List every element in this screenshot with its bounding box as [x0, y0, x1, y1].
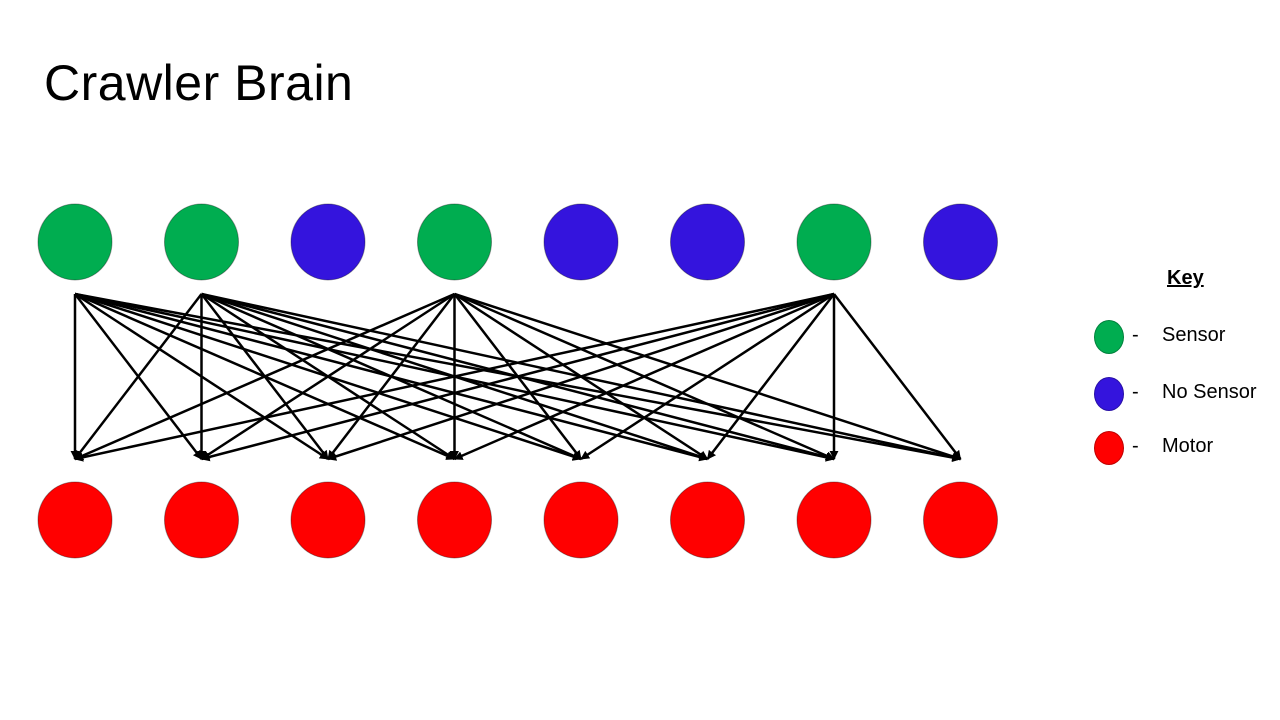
connection-arrow [706, 293, 835, 460]
connection-arrow [580, 292, 835, 461]
legend-dash: - [1132, 324, 1139, 346]
motor-node-1 [37, 481, 113, 559]
sensor-swatch [1094, 320, 1124, 354]
legend-title: Key [1167, 267, 1204, 289]
connection-arrow [74, 293, 203, 460]
connections-layer [70, 292, 962, 462]
legend-label-motor: Motor [1162, 435, 1214, 457]
connection-arrow [74, 292, 835, 462]
legend-item-motor: - Motor [1090, 429, 1275, 469]
input-node-3 [290, 203, 366, 281]
connection-arrow [327, 293, 456, 460]
slide-title: Crawler Brain [44, 55, 354, 111]
input-node-8 [923, 203, 998, 281]
output-layer [37, 481, 998, 559]
connection-arrow [74, 292, 455, 461]
input-node-5 [543, 203, 619, 281]
connection-arrow [327, 292, 835, 461]
motor-node-3 [290, 481, 366, 559]
input-node-1 [37, 203, 113, 281]
input-layer [37, 203, 998, 281]
input-node-2 [164, 203, 239, 281]
legend: Key - Sensor - No Sensor - Motor [1090, 262, 1275, 472]
legend-dash: - [1132, 381, 1139, 403]
legend-label-sensor: Sensor [1162, 324, 1226, 346]
input-node-4 [417, 203, 492, 281]
motor-node-4 [417, 481, 492, 559]
legend-item-no-sensor: - No Sensor [1090, 375, 1275, 415]
connection-arrow [200, 292, 835, 462]
input-node-6 [670, 203, 745, 281]
connection-arrow [453, 292, 835, 461]
motor-node-7 [796, 481, 872, 559]
motor-node-6 [670, 481, 745, 559]
legend-dash: - [1132, 435, 1139, 457]
motor-node-5 [543, 481, 619, 559]
legend-label-no-sensor: No Sensor [1162, 381, 1257, 403]
motor-node-8 [923, 481, 998, 559]
connection-arrow [200, 292, 456, 461]
motor-swatch [1094, 431, 1124, 465]
network-diagram [37, 203, 998, 559]
legend-item-sensor: - Sensor [1090, 318, 1275, 358]
no-sensor-swatch [1094, 377, 1124, 411]
input-node-7 [796, 203, 872, 281]
motor-node-2 [164, 481, 239, 559]
connection-arrow [833, 293, 962, 460]
